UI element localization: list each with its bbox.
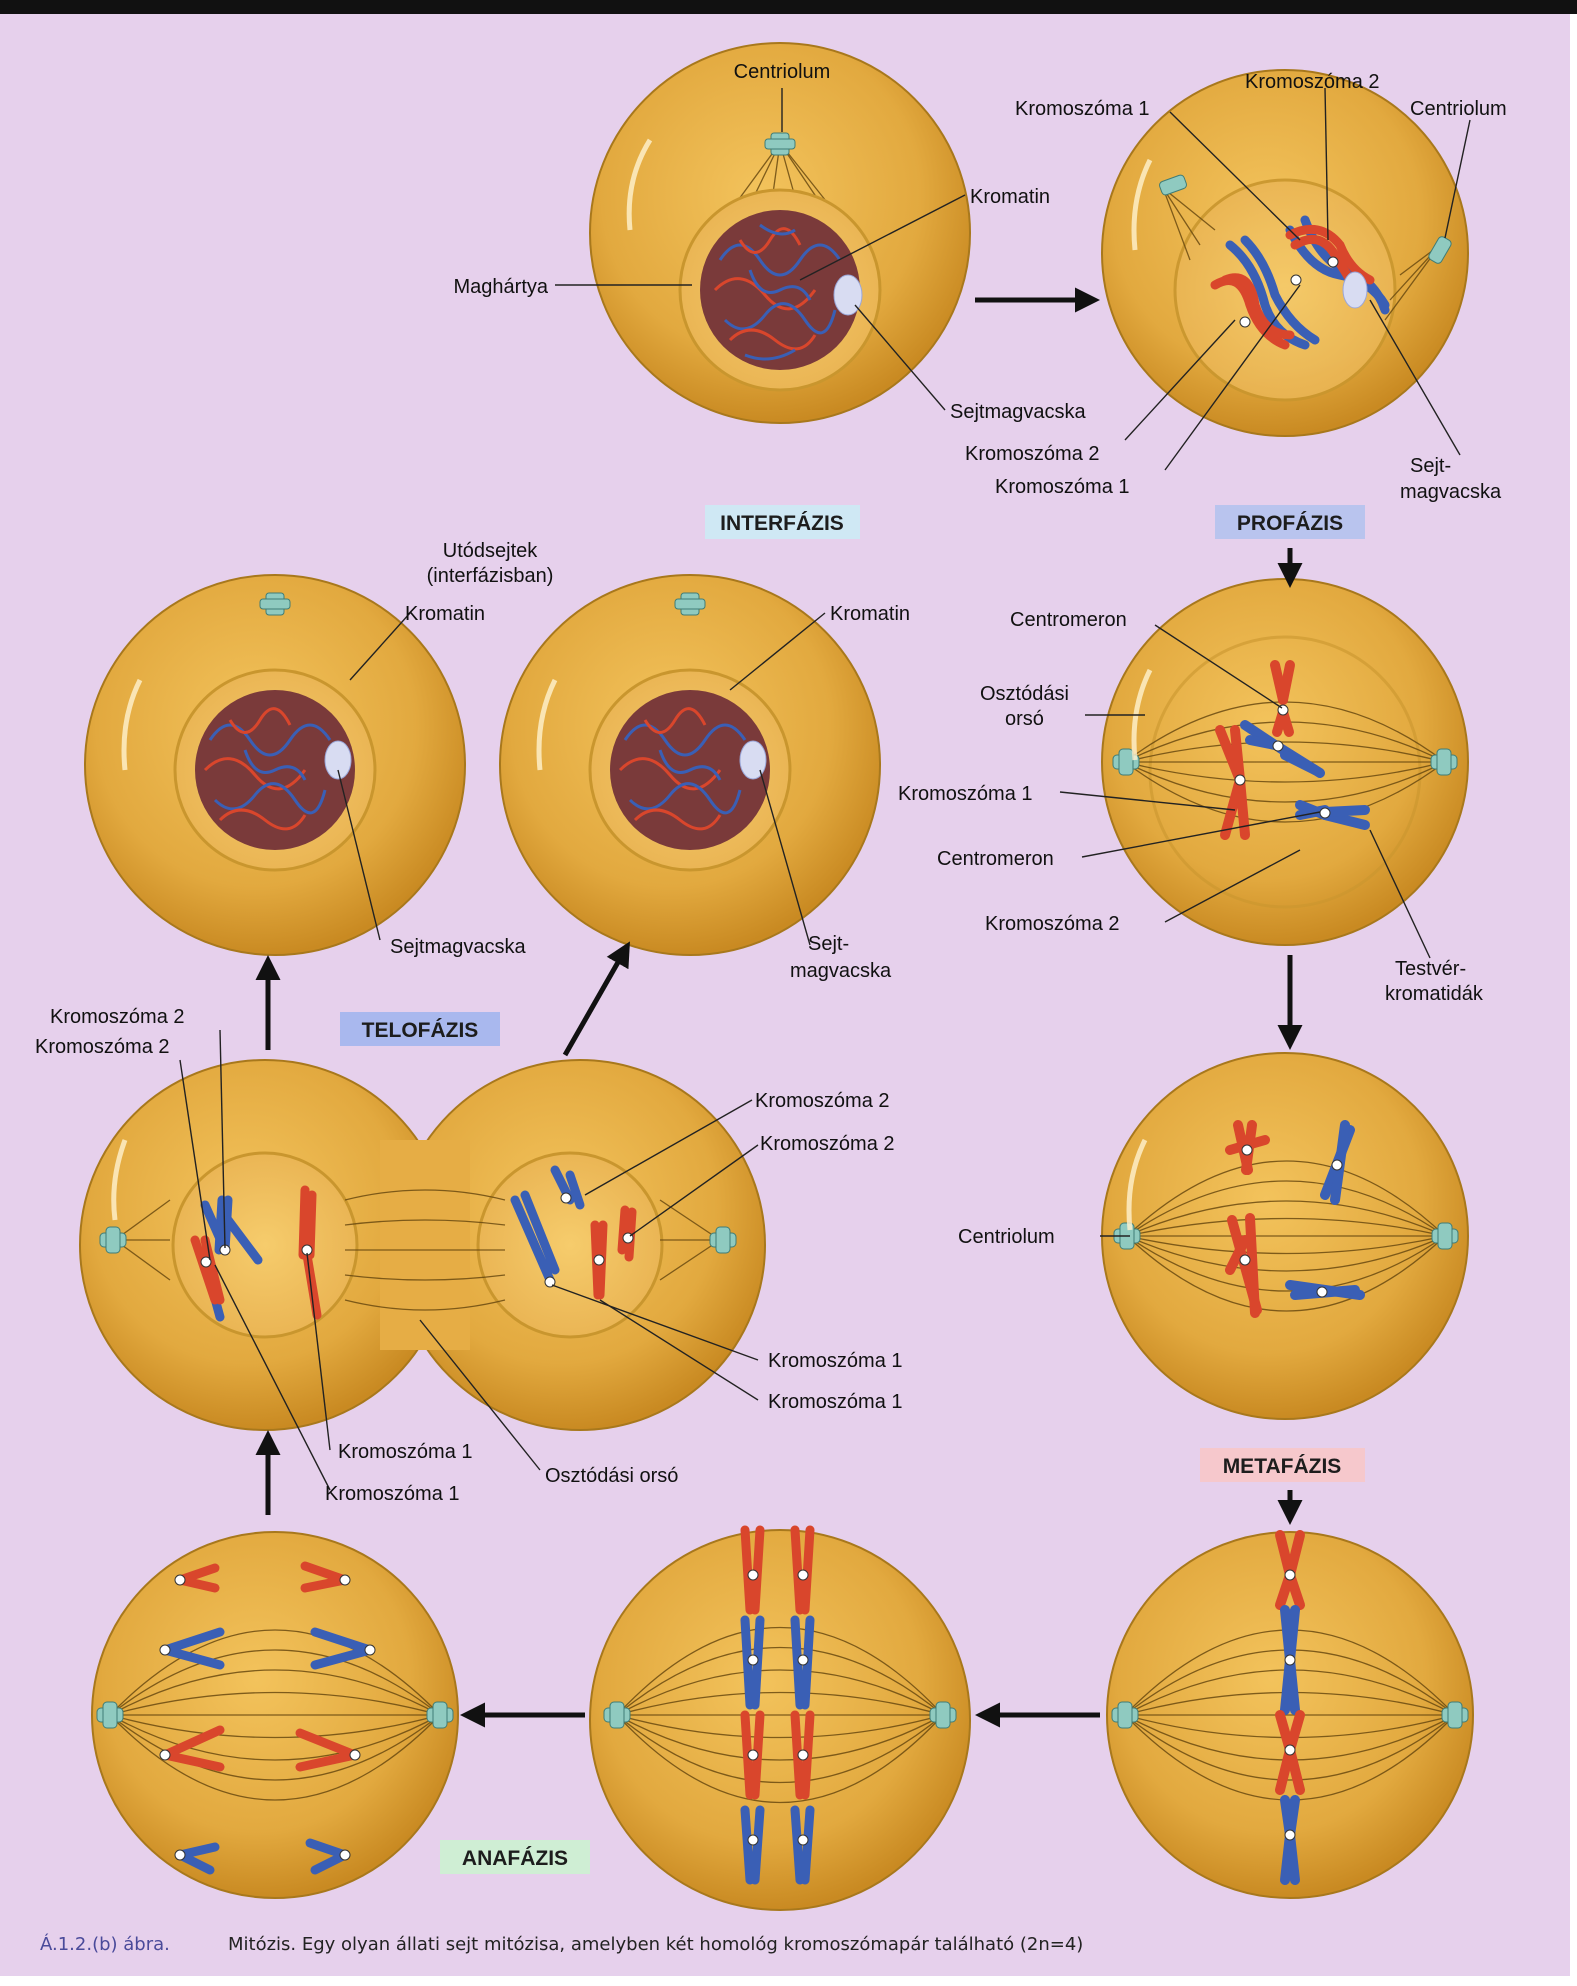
label-sejtmagvacska-1: Sejtmagvacska — [950, 401, 1086, 423]
label-kromoszoma2-telo-c: Kromoszóma 2 — [755, 1090, 890, 1112]
label-sejtmagvacska-2: Sejtmagvacska — [390, 936, 526, 958]
label-kromatidak: kromatidák — [1385, 983, 1484, 1005]
label-osztodasi-orso: Osztódási orsó — [545, 1465, 678, 1487]
label-centriolum-2: Centriolum — [1410, 98, 1507, 120]
stage-anafazis: ANAFÁZIS — [462, 1847, 568, 1870]
cell-metafazis — [1107, 1532, 1473, 1898]
cell-anafazis-early — [590, 1530, 970, 1910]
cell-metafazis-early — [1102, 1053, 1468, 1419]
top-bar — [0, 0, 1577, 14]
label-sejt: Sejt- — [1410, 455, 1451, 477]
label-kromoszoma2-telo-b: Kromoszóma 2 — [35, 1036, 170, 1058]
stage-interfazis: INTERFÁZIS — [720, 512, 844, 535]
label-magvacska: magvacska — [1400, 481, 1502, 503]
cell-anafazis — [92, 1532, 458, 1898]
label-kromoszoma2-telo-d: Kromoszóma 2 — [760, 1133, 895, 1155]
label-utodsejtek: Utódsejtek — [443, 540, 538, 562]
cell-profazis — [1102, 70, 1468, 436]
caption-text: Mitózis. Egy olyan állati sejt mitózisa,… — [228, 1934, 1083, 1955]
caption-figure-number: Á.1.2.(b) ábra. — [40, 1933, 170, 1955]
label-interfazisban: (interfázisban) — [427, 565, 554, 587]
label-kromoszoma2-telo-a: Kromoszóma 2 — [50, 1006, 185, 1028]
label-maghartya: Maghártya — [454, 276, 549, 298]
stage-telofazis: TELOFÁZIS — [362, 1019, 479, 1042]
stage-profazis: PROFÁZIS — [1237, 512, 1343, 535]
label-sejt-2: Sejt- — [808, 933, 849, 955]
label-kromoszoma1-profazis-b: Kromoszóma 1 — [995, 476, 1130, 498]
daughter-cell-left — [85, 575, 465, 955]
label-kromoszoma1-telo-c: Kromoszóma 1 — [338, 1441, 473, 1463]
label-kromoszoma1-prometa: Kromoszóma 1 — [898, 783, 1033, 805]
label-orso: orsó — [1005, 708, 1044, 730]
label-kromoszoma2-profazis: Kromoszóma 2 — [1245, 71, 1380, 93]
label-kromoszoma1-telo-d: Kromoszóma 1 — [325, 1483, 460, 1505]
label-kromatin-2: Kromatin — [405, 603, 485, 625]
label-kromoszoma2-prometa: Kromoszóma 2 — [985, 913, 1120, 935]
label-magvacska-2: magvacska — [790, 960, 892, 982]
label-centriolum-3: Centriolum — [958, 1226, 1055, 1248]
cell-interfazis — [590, 43, 970, 423]
cell-prometafazis — [1102, 579, 1468, 945]
label-centriolum-1: Centriolum — [734, 61, 831, 83]
label-osztodasi: Osztódási — [980, 683, 1069, 705]
label-centromeron-1: Centromeron — [1010, 609, 1127, 631]
label-kromoszoma1-telo-a: Kromoszóma 1 — [768, 1350, 903, 1372]
label-kromoszoma1-telo-b: Kromoszóma 1 — [768, 1391, 903, 1413]
label-kromoszoma1-profazis: Kromoszóma 1 — [1015, 98, 1150, 120]
label-kromoszoma2-profazis-b: Kromoszóma 2 — [965, 443, 1100, 465]
label-centromeron-2: Centromeron — [937, 848, 1054, 870]
daughter-cell-right — [500, 575, 880, 955]
stage-metafazis: METAFÁZIS — [1223, 1455, 1342, 1478]
label-kromatin-3: Kromatin — [830, 603, 910, 625]
label-kromatin-1: Kromatin — [970, 186, 1050, 208]
label-testver: Testvér- — [1395, 958, 1466, 980]
